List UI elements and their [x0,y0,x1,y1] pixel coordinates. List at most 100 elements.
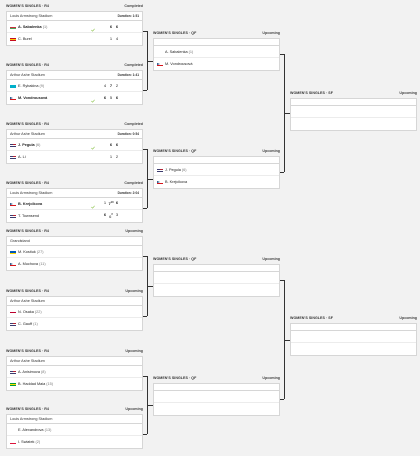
player-row[interactable]: M. Kostiuk (27) [7,246,142,258]
round-label: WOMEN'S SINGLES · R4 [6,63,49,67]
player-row[interactable] [154,284,279,296]
venue-row [291,99,416,106]
player-row[interactable] [154,391,279,403]
match-card[interactable]: J. Pegula (6)B. Krejcikova [153,156,280,189]
match-status: Upcoming [125,349,143,353]
player-name: B. Haddad Maia (15) [18,378,53,390]
venue-name: Arthur Ashe Stadium [10,73,45,77]
player-row[interactable]: N. Osaka (22) [7,306,142,318]
round-label: WOMEN'S SINGLES · R4 [6,407,49,411]
match-card[interactable] [290,323,417,356]
set-score-value: 3 [115,212,119,218]
bracket-connector [147,60,153,62]
player-seed: (13) [44,427,52,432]
player-row[interactable]: I. Swiatek (2) [7,436,142,448]
set-score-value: 6 [109,141,113,147]
player-row[interactable] [291,106,416,118]
player-row[interactable]: E. Alexandrova (13) [7,424,142,436]
flag-us-icon [10,143,16,147]
set-score-value: 6 [103,212,107,218]
player-seed: (6) [35,142,41,147]
round-label: WOMEN'S SINGLES · QF [153,149,197,153]
player-name-text: T. Townsend [18,214,40,218]
match-duration: Duration: 0:54 [117,132,139,136]
set-score: 6 [114,21,120,33]
winner-check-icon [91,96,95,103]
player-row[interactable]: M. Vondrousová [154,58,279,70]
set-score-value: 7 [109,82,113,88]
player-row[interactable]: B. Haddad Maia (15) [7,378,142,390]
set-score: 5 [108,92,114,104]
set-score: 6 [102,209,108,222]
venue-name: Arthur Ashe Stadium [10,299,45,303]
flag-pl-icon [10,440,16,444]
set-score-value: 4 [103,82,107,88]
round-label: WOMEN'S SINGLES · QF [153,257,197,261]
player-name-text: I. Swiatek [18,440,35,444]
bracket-connector [143,90,147,91]
player-row[interactable] [154,403,279,415]
match-card[interactable] [153,264,280,297]
player-name-text: M. Kostiuk [18,249,36,254]
winner-check-icon [91,202,95,209]
round-label: WOMEN'S SINGLES · R4 [6,289,49,293]
set-score: 4 [114,33,120,45]
player-row[interactable] [291,331,416,343]
set-score: 710 [108,197,114,210]
round-label: WOMEN'S SINGLES · QF [153,31,197,35]
player-row[interactable]: J. Pegula (6) [154,164,279,176]
player-row[interactable]: A. Sabalenka (1) [154,46,279,58]
match-card[interactable] [290,98,417,131]
flag-us-icon [10,155,16,159]
set-score: 4 [102,80,108,92]
venue-row [154,157,279,164]
match-status: Upcoming [125,229,143,233]
player-row[interactable]: C. Gauff (1) [7,318,142,330]
venue-row [154,265,279,272]
player-seed: (2) [35,440,41,444]
set-score-value: 1 [103,199,107,205]
set-score-value: 6 [103,95,107,100]
flag-us-icon [10,322,16,326]
player-row[interactable]: A. Anisimova (8) [7,366,142,378]
set-score: 6 [102,92,108,104]
match-card[interactable]: A. Sabalenka (1)M. Vondrousová [153,38,280,71]
player-row[interactable]: B. Krejcikova [154,176,279,188]
player-row[interactable] [154,272,279,284]
player-name: C. Burel [18,33,32,45]
match-card[interactable]: Arthur Ashe Stadium N. Osaka (22)C. Gauff… [6,296,143,331]
bracket-connector [147,286,153,287]
bracket-connector [147,405,153,406]
player-row[interactable] [291,118,416,130]
match-card[interactable] [153,383,280,416]
player-row[interactable] [291,343,416,355]
player-row[interactable]: A. Muchova (11) [7,258,142,270]
